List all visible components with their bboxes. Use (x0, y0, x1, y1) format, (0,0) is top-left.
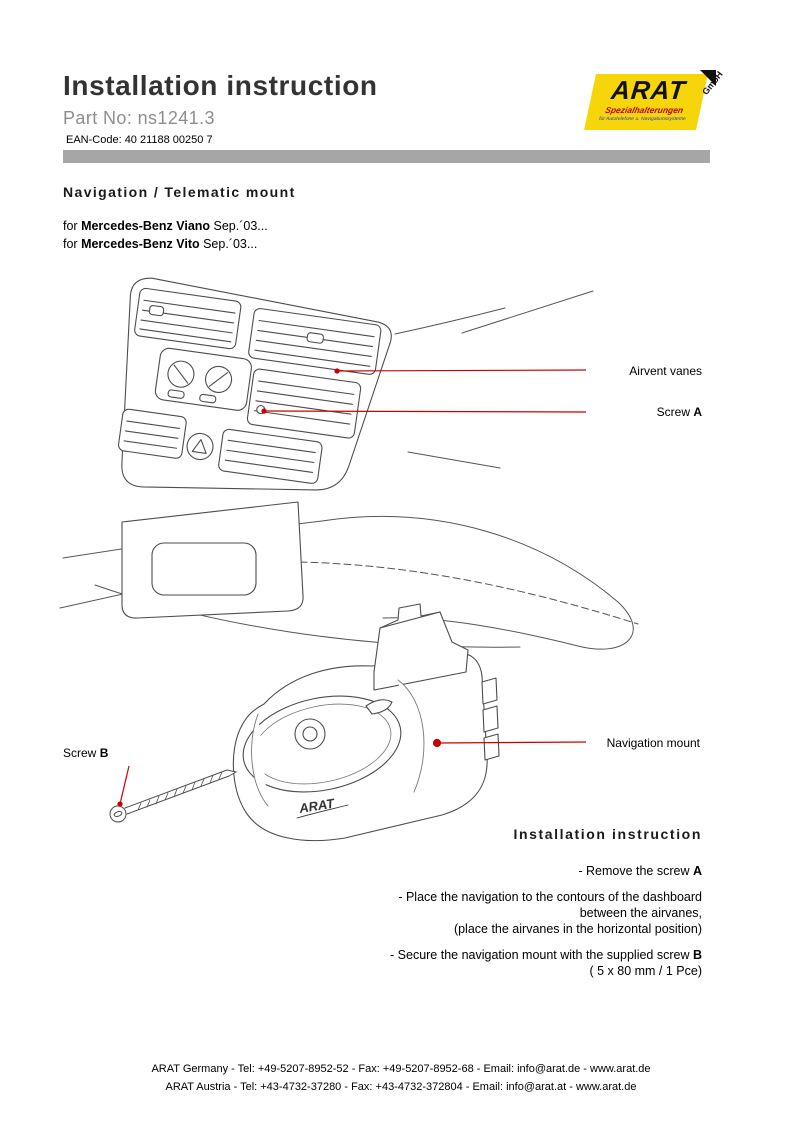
part-number: Part No: ns1241.3 (63, 108, 215, 128)
step2-line2: between the airvanes, (579, 906, 702, 920)
leader-line-airvent (336, 369, 587, 372)
ean-code: EAN-Code: 40 21188 00250 7 (66, 134, 213, 146)
mount-arat-marking: ARAT (297, 795, 336, 816)
leader-line-nav-mount (436, 741, 587, 744)
screw-b-drawing (109, 769, 238, 823)
label-screw-b: Screw B (63, 746, 108, 760)
mount-tooth-1 (481, 677, 498, 705)
arat-logo-corner-triangle-icon (700, 70, 716, 86)
instruction-step-2: - Place the navigation to the contours o… (272, 889, 702, 937)
mount-tooth-2 (482, 705, 499, 733)
navigation-mount-drawing: ARAT (232, 603, 500, 842)
mount-clip-tab (365, 699, 393, 715)
header-divider-bar (63, 150, 710, 163)
instructions-heading: Installation instruction (513, 826, 702, 842)
instruction-step-1: - Remove the screw A (272, 863, 702, 879)
label-screw-a: Screw A (657, 405, 702, 419)
dashboard-console (117, 277, 392, 491)
vehicle1-prefix: for (63, 219, 82, 233)
climate-control-panel (154, 347, 252, 411)
instruction-step-3: - Secure the navigation mount with the s… (272, 947, 702, 979)
vehicle2-prefix: for (63, 237, 82, 251)
leader-lines (117, 368, 587, 807)
step3-screw-letter: B (692, 948, 702, 962)
mount-screw-hole-inner (302, 726, 318, 742)
footer-germany-contact: ARAT Germany - Tel: +49-5207-8952-52 - F… (151, 1063, 651, 1075)
label-screw-b-text: Screw (63, 746, 100, 760)
vehicle1-suffix: Sep.´03... (210, 219, 268, 233)
footer: ARAT Germany - Tel: +49-5207-8952-52 - F… (0, 1060, 802, 1096)
vehicle2-model: Mercedes-Benz Vito (81, 237, 200, 251)
vehicle1-model: Mercedes-Benz Viano (81, 219, 211, 233)
hazard-button (186, 432, 214, 461)
step3-line1: - Secure the navigation mount with the s… (272, 947, 702, 963)
step2-line3: (place the airvanes in the horizontal po… (453, 922, 702, 936)
vehicle-line-vito: for Mercedes-Benz Vito Sep.´03... (63, 235, 268, 253)
step3-text: - Secure the navigation mount with the s… (390, 948, 693, 962)
label-screw-a-letter: A (693, 405, 702, 419)
mount-tooth-3 (483, 733, 500, 761)
label-screw-b-letter: B (99, 746, 109, 760)
leader-line-screw-b (119, 765, 130, 805)
step3-line2: ( 5 x 80 mm / 1 Pce) (589, 964, 702, 978)
instruction-block: Installation instruction - Remove the sc… (272, 826, 702, 989)
footer-austria-contact: ARAT Austria - Tel: +43-4732-37280 - Fax… (165, 1081, 637, 1093)
lower-console-panel (121, 501, 304, 619)
page-title: Installation instruction (63, 70, 378, 101)
vehicle-line-viano: for Mercedes-Benz Viano Sep.´03... (63, 217, 268, 235)
step2-line1: - Place the navigation to the contours o… (398, 890, 702, 904)
leader-line-screw-a (263, 410, 587, 413)
step1-screw-letter: A (692, 864, 702, 878)
label-navigation-mount: Navigation mount (606, 736, 700, 750)
label-airvent-vanes: Airvent vanes (629, 364, 702, 378)
leader-dot-screw-b (117, 801, 123, 807)
screw-b-threads (137, 771, 223, 811)
airvent-top-right (248, 308, 382, 375)
step1-text: - Remove the screw (578, 864, 693, 878)
label-screw-a-text: Screw (656, 405, 694, 419)
airvent-top-left (134, 287, 242, 350)
hazard-triangle-icon (191, 439, 207, 454)
vehicle-list: for Mercedes-Benz Viano Sep.´03... for M… (63, 217, 268, 253)
arat-logo: ARAT Spezialhalterungen für Autotelefone… (584, 69, 725, 136)
airvent-bottom-wide (218, 428, 323, 484)
vehicle2-suffix: Sep.´03... (199, 237, 258, 251)
airvent-bottom-left (117, 408, 187, 459)
section-title: Navigation / Telematic mount (63, 184, 296, 200)
airvent-mid-right (246, 368, 362, 439)
